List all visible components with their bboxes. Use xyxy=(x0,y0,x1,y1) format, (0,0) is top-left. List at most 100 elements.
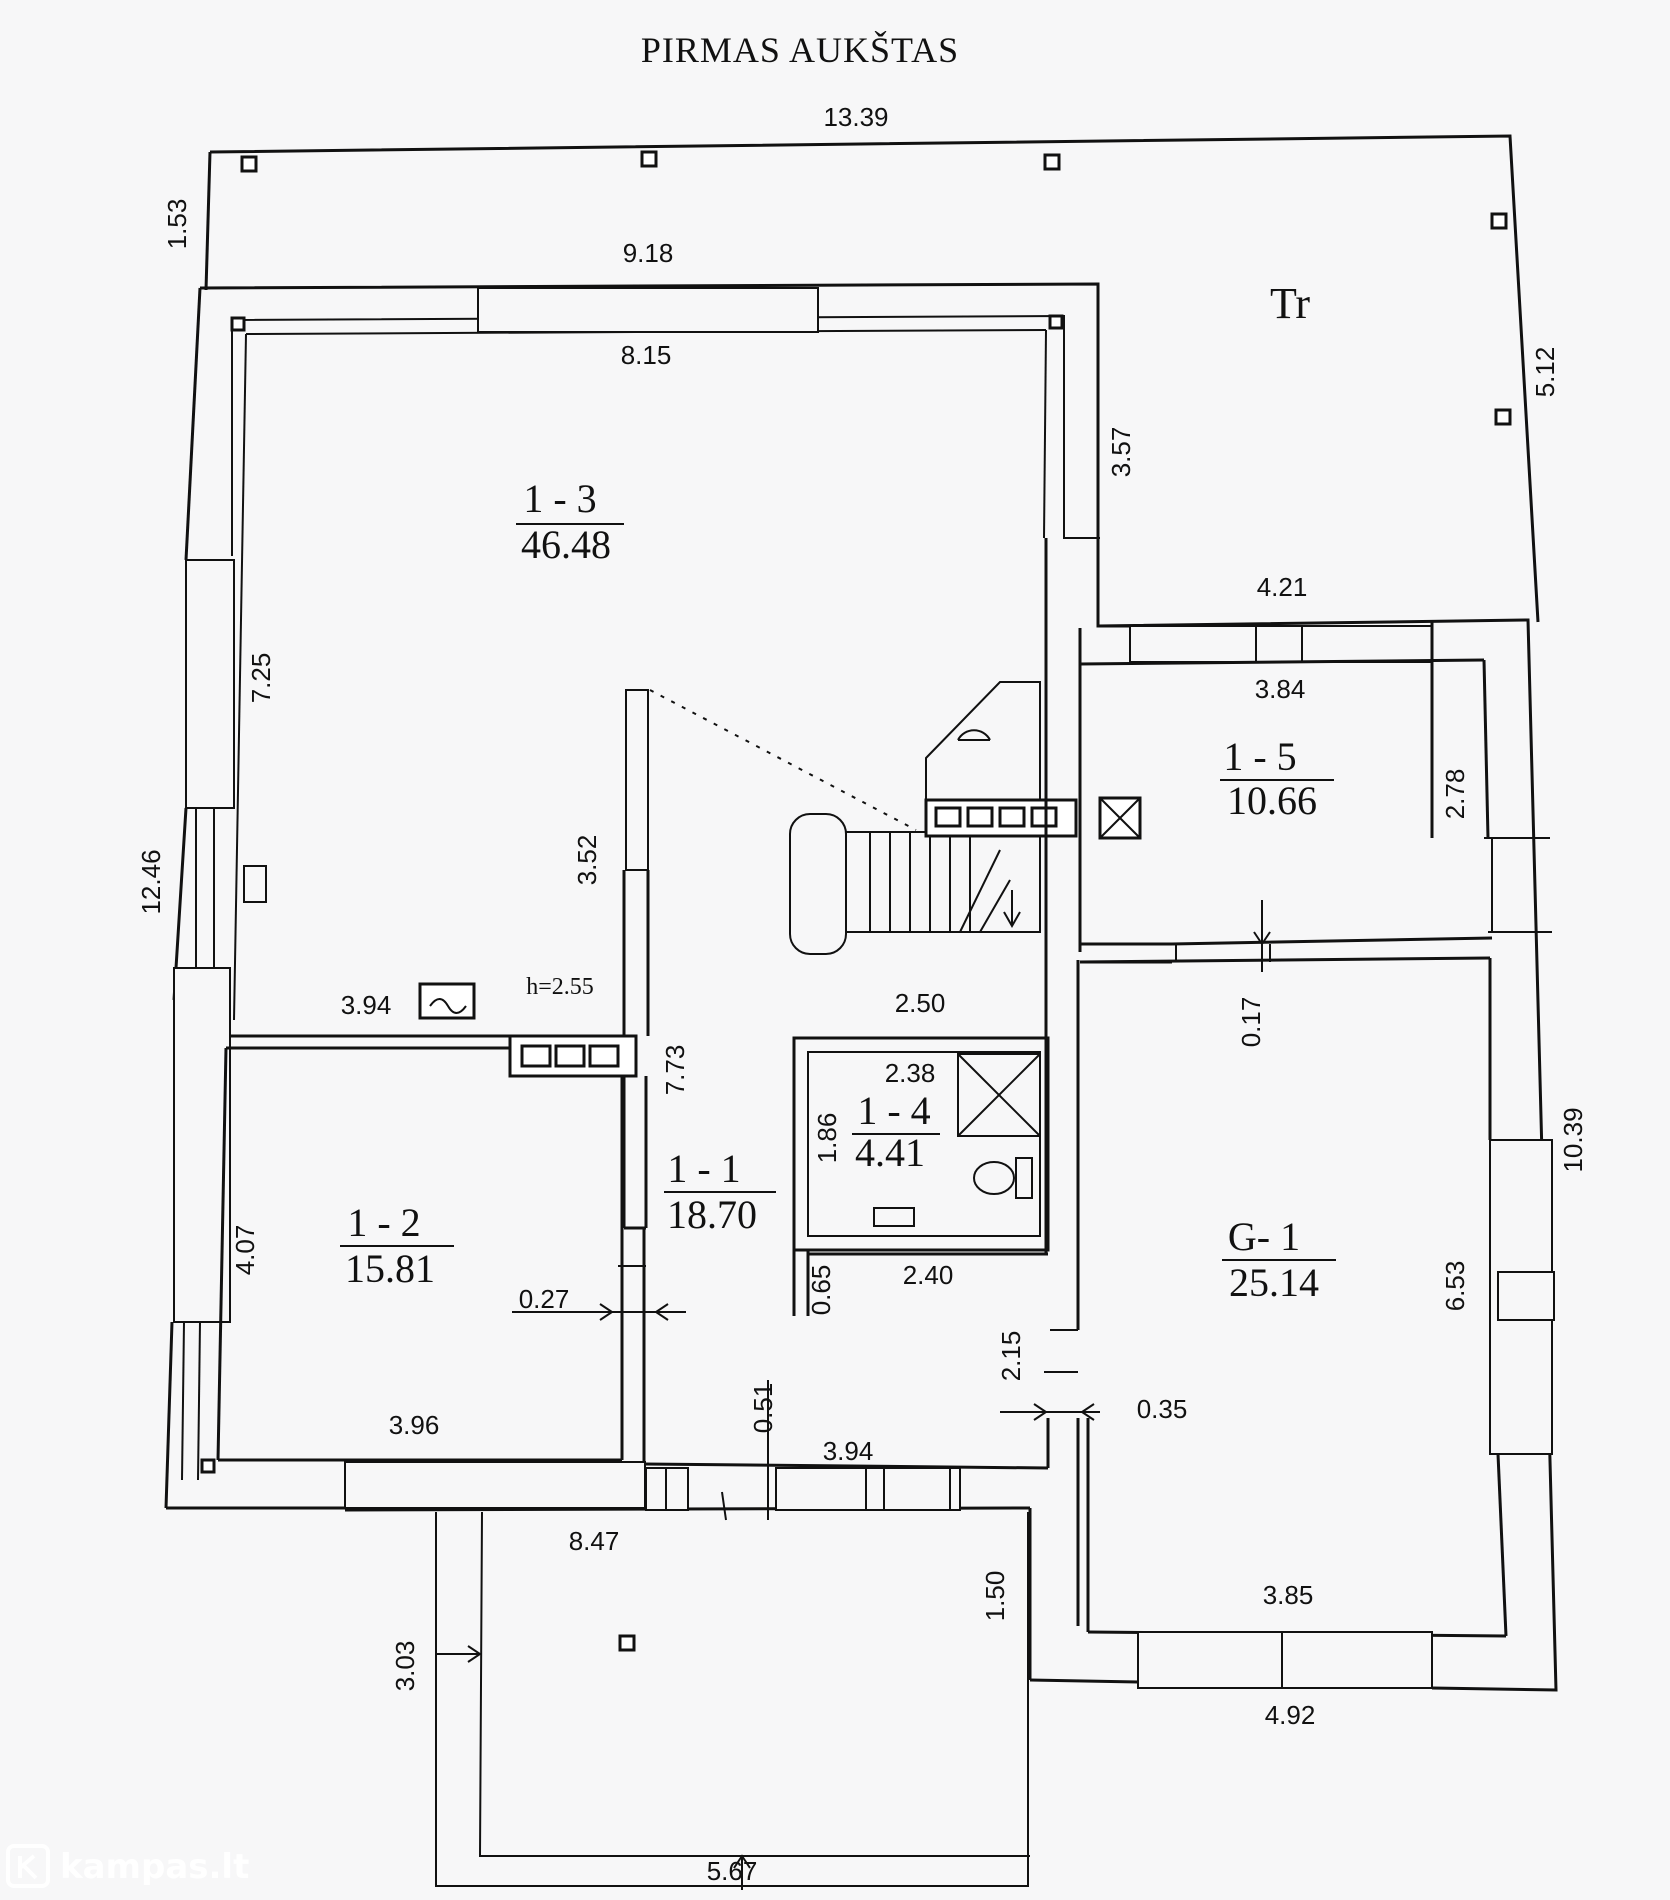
vent xyxy=(520,1044,552,1068)
corner-post xyxy=(230,316,246,332)
shower-diagonal xyxy=(957,1053,1041,1137)
dimension-label: 3.96 xyxy=(389,1410,440,1440)
terrace-post xyxy=(1494,408,1512,426)
terrace-left-edge xyxy=(204,151,212,291)
dimension-label: 7.25 xyxy=(246,653,276,704)
outer-wall xyxy=(199,282,1558,1692)
dimension-label: 5.12 xyxy=(1530,347,1560,398)
arrow-head xyxy=(654,1303,669,1321)
dimension-label: 12.46 xyxy=(136,849,166,914)
dimension-label: 0.17 xyxy=(1236,997,1266,1048)
dimension-tick xyxy=(721,1491,727,1521)
porch-post xyxy=(618,1634,636,1652)
terrace-post xyxy=(640,150,658,168)
arrow-head xyxy=(1033,1403,1048,1421)
dimension-label: 3.85 xyxy=(1263,1580,1314,1610)
terrace-label: Tr xyxy=(1270,279,1310,328)
room-1-5-wall xyxy=(1482,659,1490,839)
room-label-g-1: G- 1 25.14 xyxy=(1222,1214,1336,1305)
inner-wall-face xyxy=(233,333,247,1021)
outer-wall xyxy=(1029,1678,1139,1684)
room-label-1-5: 1 - 5 10.66 xyxy=(1220,734,1334,823)
dimension-label: 2.40 xyxy=(903,1260,954,1290)
room-area: 15.81 xyxy=(345,1246,435,1291)
fireplace-arc xyxy=(957,729,991,741)
ceiling-height-label: h=2.55 xyxy=(526,974,594,1000)
dimension-label: 2.15 xyxy=(996,1331,1026,1382)
dimension-label: 6.53 xyxy=(1440,1261,1470,1312)
garage-wall xyxy=(1496,1453,1508,1637)
dimension-label: 0.51 xyxy=(748,1383,778,1434)
dimension-label: 3.84 xyxy=(1255,674,1306,704)
dimension-label: 3.94 xyxy=(823,1436,874,1466)
arrow-head xyxy=(467,1645,482,1663)
terrace-post xyxy=(1490,212,1508,230)
dimension-label: 1.50 xyxy=(980,1571,1010,1622)
dimension-label: 2.50 xyxy=(895,988,946,1018)
room-area: 25.14 xyxy=(1229,1260,1319,1305)
shower xyxy=(957,1053,1041,1137)
terrace-outline xyxy=(209,134,1540,623)
porch-outline xyxy=(435,1512,1029,1887)
door-sill xyxy=(775,1467,867,1511)
arrow-head xyxy=(1080,1403,1095,1421)
vent xyxy=(998,806,1026,828)
dimension-label: 3.94 xyxy=(341,990,392,1020)
arrow-head xyxy=(1253,931,1271,946)
window-left xyxy=(185,559,235,809)
stair-direction-line xyxy=(649,689,917,831)
outer-wall xyxy=(164,1321,174,1509)
room-1-2-wall xyxy=(216,1047,228,1461)
dimension-label: 5.67 xyxy=(707,1856,758,1886)
window-mullion xyxy=(1497,1271,1555,1321)
room-id: 1 - 1 xyxy=(667,1146,740,1191)
vent xyxy=(588,1044,620,1068)
room-area: 46.48 xyxy=(521,522,611,567)
outer-wall xyxy=(184,287,202,561)
watermark-logo-icon xyxy=(6,1844,50,1888)
window-sill xyxy=(197,1321,201,1481)
plan-title: PIRMAS AUKŠTAS xyxy=(641,30,959,70)
stair-winder xyxy=(979,879,1011,933)
dimension-label: 3.03 xyxy=(390,1641,420,1692)
corner-post xyxy=(1048,314,1064,330)
window-bottom xyxy=(344,1461,646,1509)
vent xyxy=(934,806,962,828)
watermark-k-icon xyxy=(18,1854,38,1880)
inner-wall-face xyxy=(1043,329,1047,539)
vent xyxy=(554,1044,586,1068)
dimension-label: 4.07 xyxy=(230,1225,260,1276)
dimension-label: 2.78 xyxy=(1440,769,1470,820)
room-1-4-inner xyxy=(807,1051,1041,1237)
dimension-label: 0.65 xyxy=(806,1265,836,1316)
dimension-label: 9.18 xyxy=(623,238,674,268)
room-1-5-wall xyxy=(1079,658,1485,666)
room-id: 1 - 3 xyxy=(523,476,596,521)
dimension-label: 8.15 xyxy=(621,340,672,370)
dimension-label: 3.57 xyxy=(1106,427,1136,478)
room-area: 10.66 xyxy=(1227,778,1317,823)
watermark: kampas.lt xyxy=(6,1844,249,1888)
toilet-icon xyxy=(973,1161,1015,1195)
dimension-label: 0.35 xyxy=(1137,1394,1188,1424)
boiler-symbol xyxy=(429,998,467,1014)
stair-landing xyxy=(789,813,847,955)
room-1-4-wall xyxy=(792,1036,1050,1252)
watermark-text: kampas.lt xyxy=(60,1847,249,1887)
toilet-tank xyxy=(1015,1157,1033,1199)
room-label-1-1: 1 - 1 18.70 xyxy=(664,1146,776,1237)
stair-winder xyxy=(959,849,1001,933)
partition-column xyxy=(625,689,649,871)
room-label-1-4: 1 - 4 4.41 xyxy=(852,1088,940,1175)
dimension-label: 8.47 xyxy=(569,1526,620,1556)
room-1-5-bottom-wall xyxy=(1171,936,1493,946)
room-area: 18.70 xyxy=(667,1192,757,1237)
porch-inner xyxy=(478,1511,1030,1857)
dimension-label: 0.27 xyxy=(519,1284,570,1314)
room-area: 4.41 xyxy=(855,1130,925,1175)
hall-bottom-wall xyxy=(643,1462,1049,1470)
dimension-label: 4.92 xyxy=(1265,1700,1316,1730)
room-id: 1 - 4 xyxy=(857,1088,930,1133)
